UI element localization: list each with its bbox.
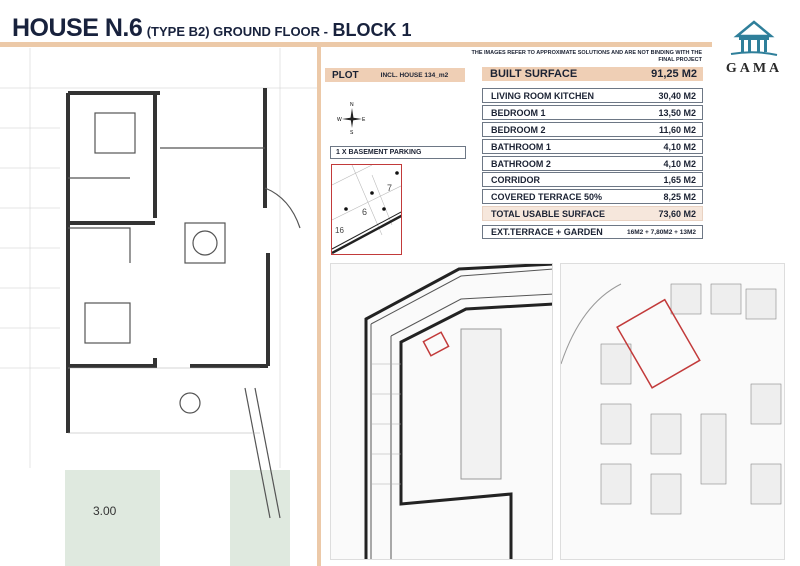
row-label: BUILT SURFACE: [490, 68, 578, 80]
room-row: BATHROOM 1 4,10 M2: [482, 139, 703, 154]
plot-title: PLOT: [332, 69, 359, 81]
row-label: BATHROOM 2: [491, 158, 551, 169]
room-row: COVERED TERRACE 50% 8,25 M2: [482, 189, 703, 204]
page-title: HOUSE N.6 (TYPE B2) GROUND FLOOR - BLOCK…: [12, 14, 411, 43]
row-value: 30,40 M2: [658, 90, 696, 101]
row-value: 4,10 M2: [663, 141, 696, 152]
room-row: BEDROOM 1 13,50 M2: [482, 105, 703, 120]
room-row: BATHROOM 2 4,10 M2: [482, 156, 703, 171]
svg-text:W: W: [337, 117, 342, 123]
svg-text:S: S: [350, 130, 354, 136]
row-value: 11,60 M2: [658, 124, 696, 135]
row-label: BEDROOM 2: [491, 124, 546, 135]
compass-icon: N W E S: [337, 102, 366, 136]
parking-label: 1 X BASEMENT PARKING: [330, 146, 466, 159]
temple-icon: [730, 20, 778, 56]
title-main: HOUSE N.6: [12, 14, 143, 42]
row-label: LIVING ROOM KITCHEN: [491, 90, 594, 101]
svg-text:7: 7: [387, 183, 392, 193]
total-row: TOTAL USABLE SURFACE 73,60 M2: [482, 206, 703, 221]
parking-map: 7 6 16: [331, 164, 402, 255]
row-label: TOTAL USABLE SURFACE: [491, 208, 606, 219]
floor-plan: 3.00: [0, 48, 317, 566]
svg-text:6: 6: [362, 207, 367, 217]
row-label: BATHROOM 1: [491, 141, 551, 152]
header-divider: [0, 42, 712, 47]
svg-text:16: 16: [335, 226, 344, 235]
row-label: COVERED TERRACE 50%: [491, 191, 603, 202]
row-value: 91,25 M2: [651, 68, 697, 80]
svg-text:N: N: [350, 102, 354, 108]
row-value: 4,10 M2: [663, 158, 696, 169]
row-label: CORRIDOR: [491, 174, 540, 185]
room-row: BEDROOM 2 11,60 M2: [482, 122, 703, 137]
row-value: 13,50 M2: [658, 107, 696, 118]
row-value: 16M2 + 7,80M2 + 13M2: [626, 228, 696, 236]
disclaimer: THE IMAGES REFER TO APPROXIMATE SOLUTION…: [471, 50, 703, 63]
vertical-divider: [317, 42, 321, 566]
row-value: 1,65 M2: [663, 174, 696, 185]
ext-row: EXT.TERRACE + GARDEN 16M2 + 7,80M2 + 13M2: [482, 225, 703, 239]
svg-text:E: E: [362, 117, 366, 123]
room-row: CORRIDOR 1,65 M2: [482, 172, 703, 187]
plot-value: INCL. HOUSE 134_m2: [380, 71, 449, 79]
title-block: BLOCK 1: [332, 20, 412, 40]
garden-dimension: 3.00: [93, 504, 117, 518]
row-label: BEDROOM 1: [491, 107, 546, 118]
row-label: EXT.TERRACE + GARDEN: [491, 227, 603, 237]
row-value: 73,60 M2: [658, 208, 696, 219]
title-type: (TYPE B2) GROUND FLOOR -: [146, 24, 328, 39]
gama-logo: GAMA: [722, 20, 786, 76]
built-surface-row: BUILT SURFACE 91,25 M2: [482, 67, 703, 81]
site-map: [560, 263, 785, 560]
row-value: 8,25 M2: [663, 191, 696, 202]
plot-label: PLOT INCL. HOUSE 134_m2: [325, 68, 465, 82]
logo-text: GAMA: [725, 61, 783, 76]
block-map: [330, 263, 553, 560]
room-row: LIVING ROOM KITCHEN 30,40 M2: [482, 88, 703, 103]
